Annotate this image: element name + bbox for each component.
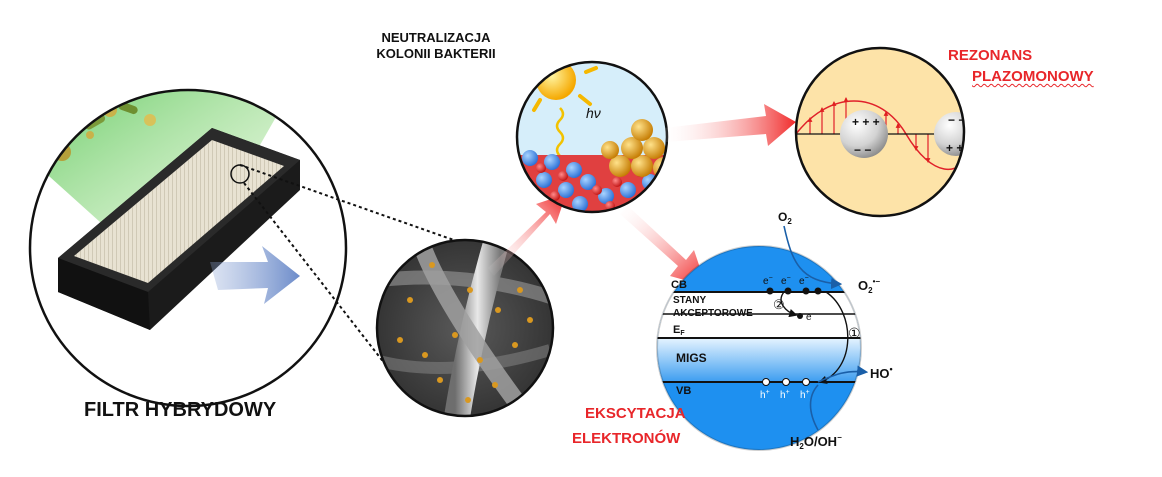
- plasmon-circle: + + + − − − − + +: [794, 46, 966, 218]
- plasmon-title-2: PLAZOMONOWY: [972, 68, 1094, 85]
- particle-circle: [515, 60, 669, 214]
- hydroxyl-label: HO•: [870, 364, 893, 381]
- photon-label: hν: [586, 105, 601, 121]
- svg-text:h+: h+: [760, 389, 770, 401]
- superoxide-label: O2•−: [858, 277, 880, 295]
- airflow-beam: [30, 90, 300, 250]
- band-circle: [656, 245, 862, 451]
- svg-text:h+: h+: [780, 389, 790, 401]
- plasmon-title-1: REZONANS: [948, 47, 1033, 64]
- zoom-line-bottom: [243, 182, 393, 374]
- filter-circle: [28, 88, 348, 408]
- acceptor-label-2: AKCEPTOROWE: [673, 308, 753, 319]
- water-label: H2O/OH−: [790, 433, 842, 451]
- nanoparticle-right: − − + +: [934, 112, 965, 156]
- oxidation-arrow: [817, 365, 869, 383]
- arrow-particle-to-plasmon: [664, 104, 796, 146]
- bandgap-region: [657, 292, 861, 338]
- vb-hole-labels: h+ h+ h+: [760, 389, 810, 401]
- vb-label: VB: [676, 385, 691, 397]
- fiber-circle: [375, 238, 555, 418]
- svg-text:e−: e−: [763, 275, 773, 287]
- o2-reduction-arrow: [783, 225, 843, 290]
- vb-holes: [762, 378, 810, 386]
- excitation-title-2: ELEKTRONÓW: [572, 430, 681, 447]
- svg-text:− −: − −: [948, 113, 965, 127]
- svg-text:h+: h+: [800, 389, 810, 401]
- flow-arrow: [210, 246, 300, 304]
- svg-text:+ +: + +: [946, 141, 963, 155]
- step-1-marker: ①: [848, 325, 861, 341]
- cb-electron-labels: e− e− e−: [763, 275, 809, 287]
- svg-text:e−: e−: [799, 275, 809, 287]
- neutralization-line-1: NEUTRALIZACJA: [381, 30, 491, 45]
- filter-title: FILTR HYBRYDOWY: [84, 399, 277, 421]
- transfer-arrow-2: [780, 291, 798, 318]
- fiber-nanoparticles: [397, 262, 533, 403]
- nanoparticle-left: + + + − −: [840, 110, 888, 158]
- migs-region: [657, 338, 861, 382]
- cb-label: CB: [671, 279, 687, 291]
- neutralization-title: NEUTRALIZACJA KOLONII BAKTERII: [366, 30, 506, 63]
- zoom-line-top: [239, 164, 469, 246]
- acceptor-electron-label: e−: [806, 311, 816, 323]
- svg-text:e−: e−: [781, 275, 791, 287]
- arrow-fiber-to-particle: [488, 194, 566, 276]
- neutralization-line-2: KOLONII BAKTERII: [376, 46, 496, 62]
- acceptor-label-1: STANY: [673, 295, 706, 306]
- migs-label: MIGS: [676, 351, 707, 365]
- step-2-marker: ②: [773, 297, 785, 312]
- svg-text:− −: − −: [854, 143, 871, 157]
- cb-electrons: [766, 287, 822, 295]
- acceptor-electron: [797, 313, 803, 319]
- ef-label: EF: [673, 324, 685, 337]
- excitation-title-1: EKSCYTACJA: [585, 405, 686, 422]
- svg-text:+ + +: + + +: [852, 115, 880, 129]
- arrow-particle-to-band: [620, 206, 706, 286]
- surface-lattice: [517, 150, 667, 212]
- o2-label: O2: [778, 210, 792, 226]
- water-arrow: [809, 384, 819, 431]
